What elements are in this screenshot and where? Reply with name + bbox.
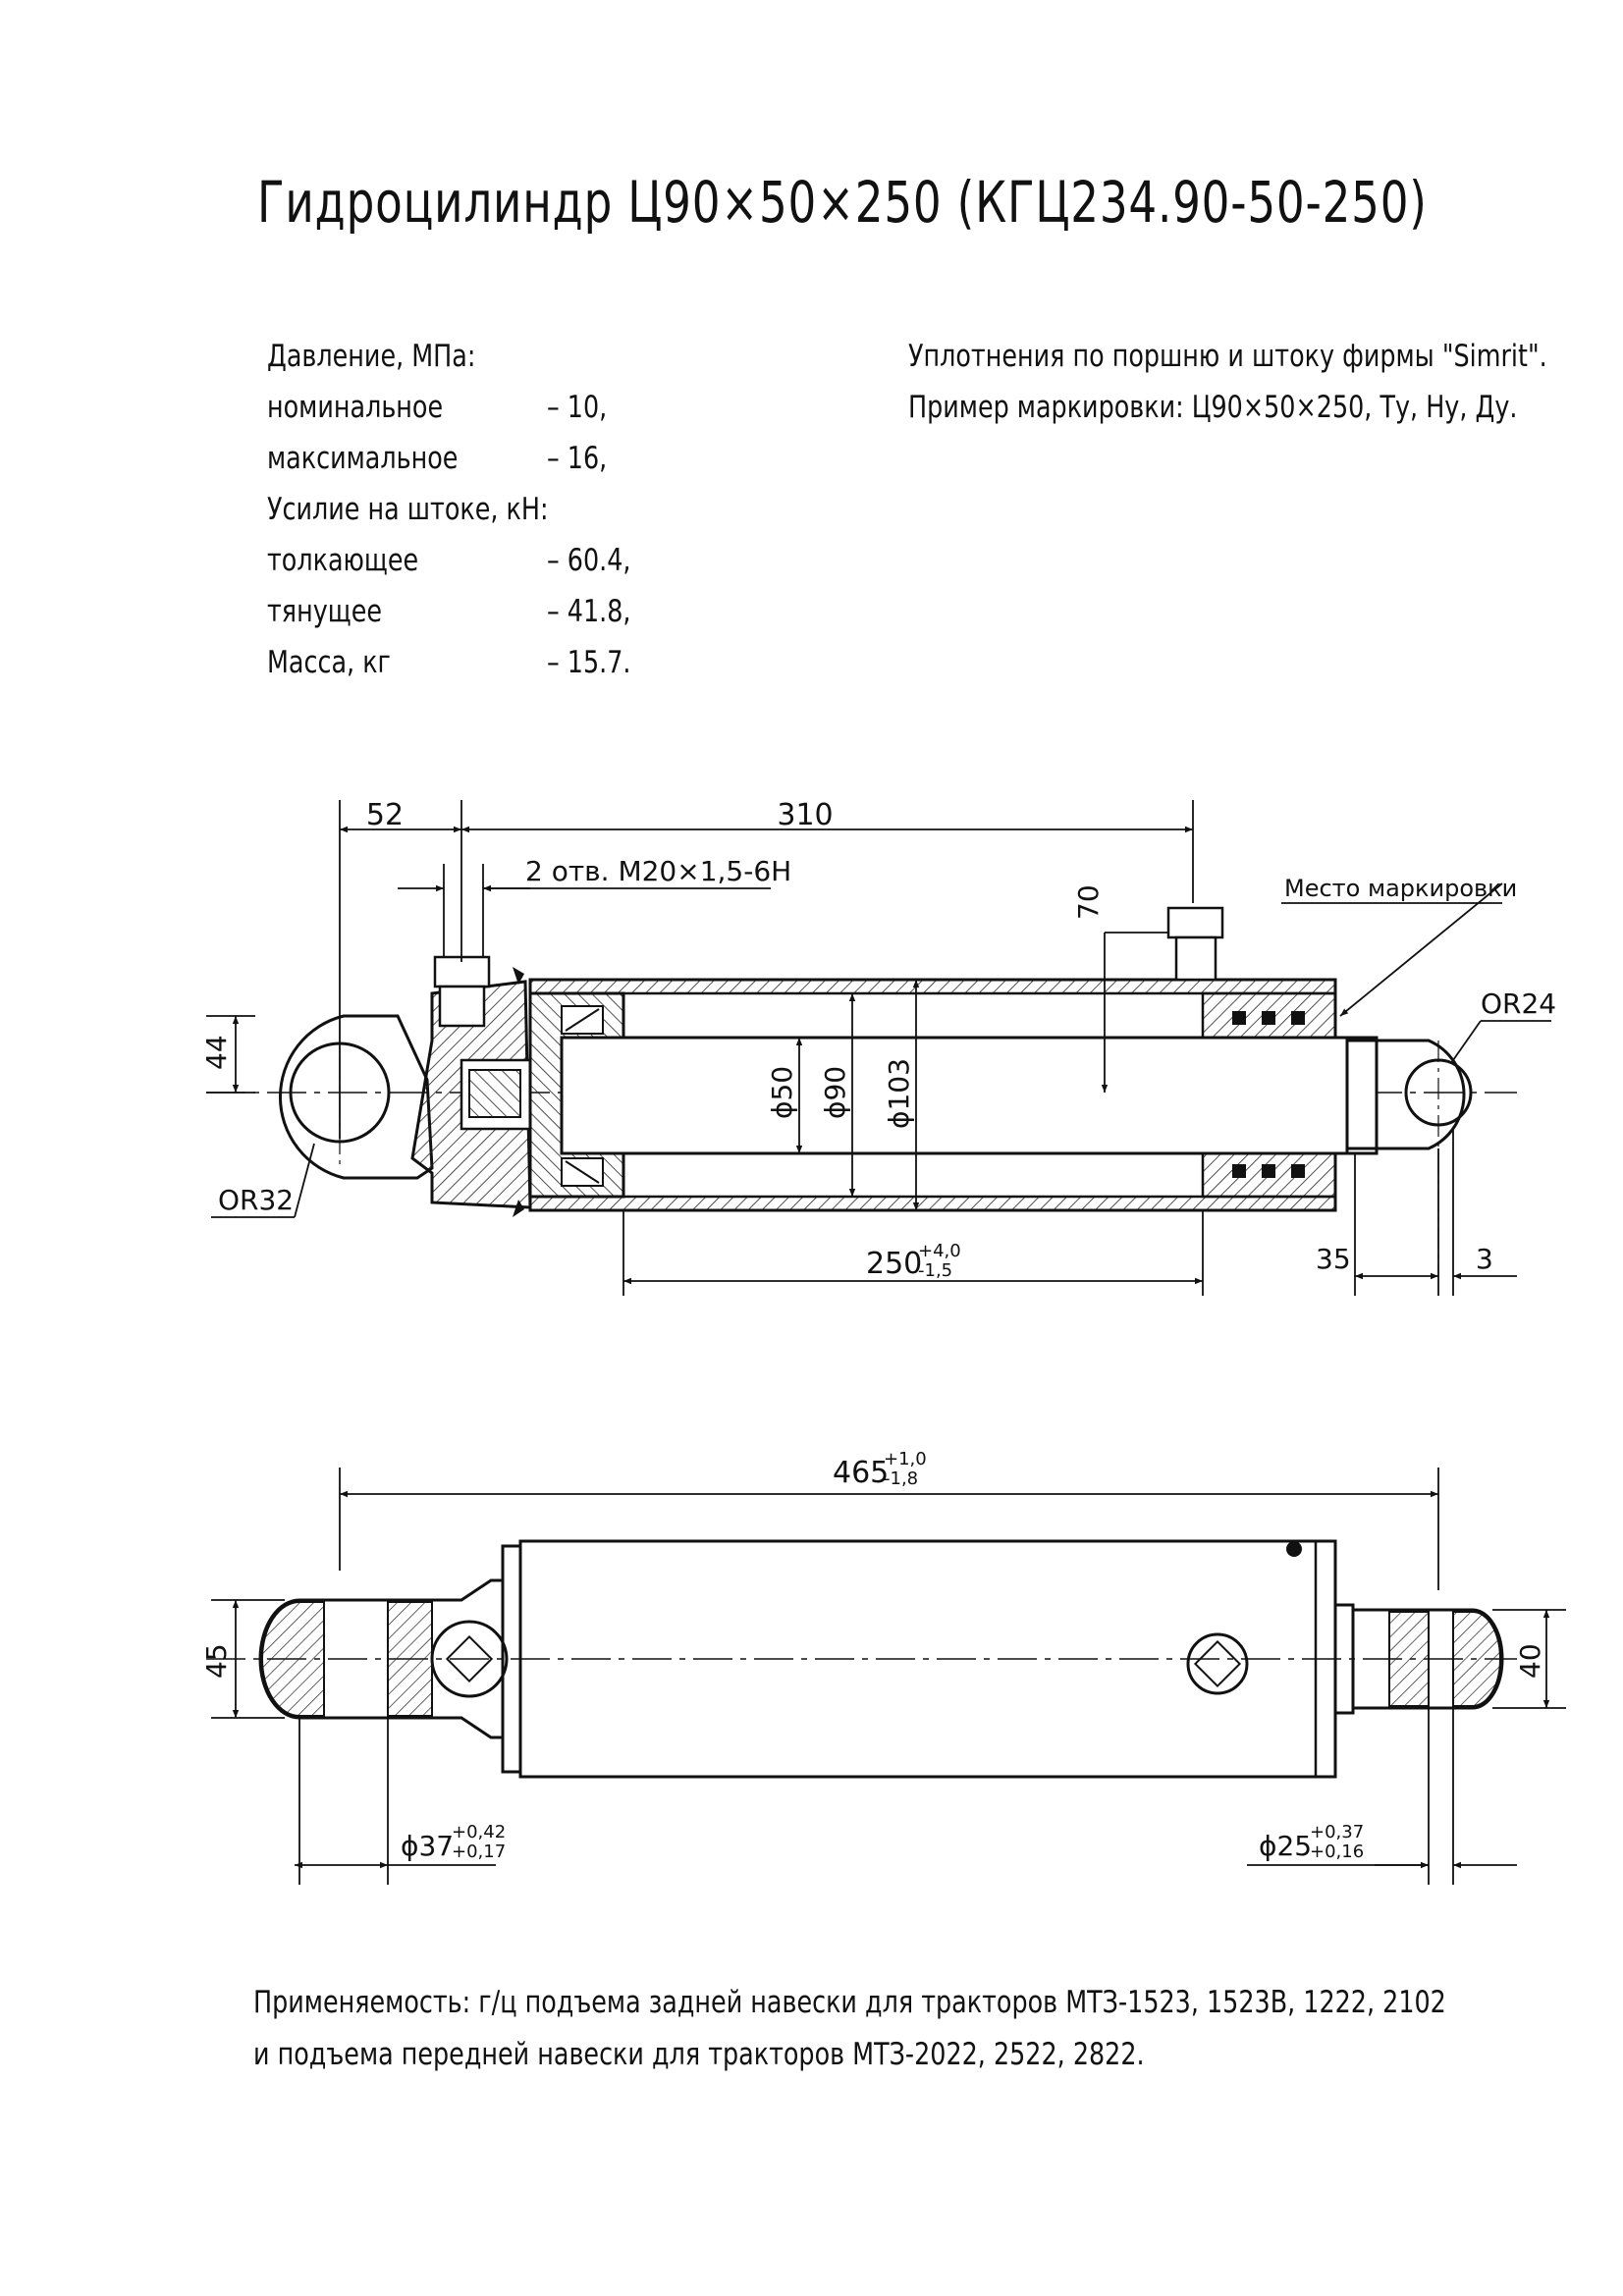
dim-length-tol-dn: -1,8 [884, 1468, 918, 1489]
dim-bore1-up: +0,42 [452, 1822, 506, 1842]
dim-holes: 2 отв. М20×1,5-6Н [525, 855, 791, 887]
dim-3: 3 [1476, 1243, 1493, 1275]
applicability-line-2: и подъема передней навески для тракторов… [253, 2037, 1145, 2072]
left-head [410, 955, 532, 1217]
spec-value-push: – 60.4, [547, 543, 631, 578]
dim-phi50: ϕ50 [766, 1066, 798, 1119]
spec-value-max: – 16, [547, 441, 608, 476]
radius-or32: OR32 [218, 1184, 294, 1216]
dim-phi103: ϕ103 [883, 1058, 915, 1129]
section-dimensions [206, 800, 1551, 1296]
spec-label-pressure: Давление, МПа: [267, 339, 476, 374]
drawing-title: Гидроцилиндр Ц90×50×250 (КГЦ234.90-50-25… [257, 169, 1428, 236]
side-left-clevis [258, 1578, 509, 1739]
dim-bore1: ϕ37 [401, 1830, 454, 1862]
dim-stroke-tol-dn: -1,5 [918, 1260, 952, 1281]
spec-value-mass: – 15.7. [547, 645, 631, 680]
dim-length: 465 [833, 1456, 889, 1490]
dim-45: 45 [200, 1643, 233, 1679]
spec-value-pull: – 41.8, [547, 594, 631, 629]
side-dimensions [211, 1468, 1566, 1885]
spec-label-nominal: номинальное [267, 390, 444, 425]
dim-phi90: ϕ90 [819, 1066, 851, 1119]
dim-bore1-dn: +0,17 [452, 1842, 506, 1862]
marking-note: Пример маркировки: Ц90×50×250, Ту, Ну, Д… [908, 390, 1518, 425]
dim-40: 40 [1514, 1643, 1546, 1679]
mark-place-label: Место маркировки [1284, 875, 1517, 902]
side-port [1186, 1632, 1249, 1695]
cylinder-barrel [528, 978, 1337, 1212]
seals-note: Уплотнения по поршню и штоку фирмы "Simr… [908, 339, 1547, 374]
spec-label-push: толкающее [267, 543, 419, 578]
spec-label-force: Усилие на штоке, кН: [267, 492, 549, 527]
side-right-rod [1333, 1603, 1504, 1715]
dim-310: 310 [777, 798, 833, 832]
dim-70: 70 [1072, 884, 1105, 920]
dim-35: 35 [1316, 1243, 1351, 1275]
dim-bore2: ϕ25 [1259, 1830, 1312, 1862]
spec-label-mass: Масса, кг [267, 645, 391, 680]
dim-44: 44 [200, 1035, 233, 1070]
spec-label-pull: тянущее [267, 594, 382, 629]
piston-rod [560, 1036, 1379, 1155]
dim-52: 52 [366, 798, 404, 832]
dim-stroke: 250 [866, 1247, 922, 1281]
dim-bore2-dn: +0,16 [1310, 1842, 1364, 1862]
spec-value-nominal: – 10, [547, 390, 608, 425]
radius-or24: OR24 [1481, 988, 1556, 1020]
dim-length-tol-up: +1,0 [884, 1449, 927, 1469]
applicability-line-1: Применяемость: г/ц подъема задней навеск… [253, 1985, 1446, 2020]
dim-stroke-tol-up: +4,0 [918, 1241, 961, 1261]
dim-bore2-up: +0,37 [1310, 1822, 1364, 1842]
right-gland [1166, 906, 1337, 1199]
spec-label-max: максимальное [267, 441, 459, 476]
